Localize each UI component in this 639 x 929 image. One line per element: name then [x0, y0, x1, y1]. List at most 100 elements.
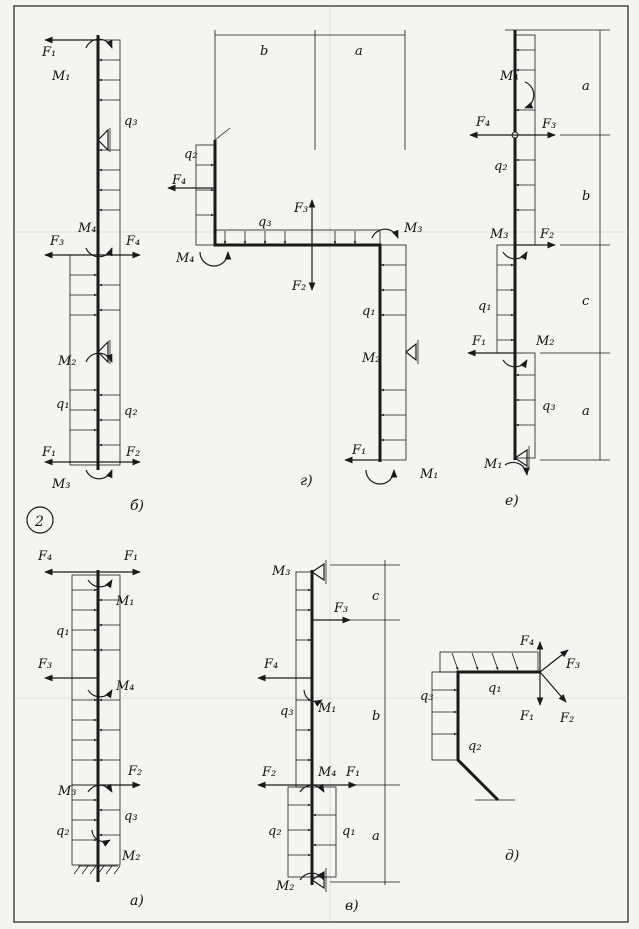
panel-caption: г) — [300, 473, 313, 489]
panel-e: F₄ F₃ q₁ F₁ F₂ q₃ q₂ д) — [420, 634, 580, 864]
load-arrows — [515, 373, 535, 427]
pin-support — [97, 340, 109, 364]
label: M₁ — [115, 594, 135, 609]
distributed-load-q1 — [71, 574, 99, 786]
distributed-load-q1-q2 — [69, 254, 121, 466]
label: F₄ — [37, 549, 52, 564]
load-arrows — [72, 798, 120, 842]
label: M₄ — [175, 251, 195, 266]
frame-structure — [213, 140, 382, 462]
panel-caption: е) — [505, 493, 519, 509]
moment-arrow — [365, 469, 398, 485]
sheet-number-circle — [26, 506, 54, 534]
label: F₃ — [565, 657, 580, 672]
moment-arrow — [371, 228, 399, 239]
panel-b: F₁ M₁ q₃ M₄ F₃ F₄ M₂ q₁ q₂ F₁ F₂ M₃ б) — [41, 35, 144, 514]
label: M₂ — [361, 351, 381, 366]
moment-arrow — [87, 783, 113, 793]
load-arrows — [380, 263, 406, 442]
load-arrows — [196, 163, 215, 217]
label: F₄ — [125, 234, 140, 249]
force-arrow — [539, 649, 569, 673]
distributed-load-q3 — [97, 39, 121, 256]
distributed-load-q3 — [514, 352, 536, 459]
load-arrows — [515, 48, 535, 212]
fixed-support — [214, 127, 231, 141]
label: M₂ — [535, 334, 555, 349]
label: F₄ — [519, 634, 534, 649]
label: M₄ — [115, 679, 135, 694]
label: F₃ — [49, 234, 64, 249]
label: b — [582, 189, 590, 204]
moment-arrow — [91, 829, 111, 847]
distributed-load-q1 — [379, 244, 407, 461]
load-arrows — [451, 652, 519, 671]
label: q₃ — [542, 399, 556, 414]
label: b — [260, 44, 268, 59]
label: M₁ — [51, 69, 71, 84]
moment-arrow — [85, 352, 113, 363]
pin-support — [97, 128, 109, 152]
label: M₄ — [77, 221, 97, 236]
distributed-load-q2 — [195, 144, 216, 246]
label: M₂ — [57, 354, 77, 369]
sheet-frame — [13, 5, 629, 923]
label: F₄ — [263, 657, 278, 672]
panel-c: M₃ c F₃ F₄ q₃ M₁ b F₂ M₄ F₁ q₂ q₁ a M₂ в… — [257, 560, 400, 914]
panel-caption: а) — [130, 893, 144, 909]
support-hatch — [73, 865, 121, 875]
moment-arrow — [85, 247, 113, 258]
panel-d: q₂ F₄ M₄ q₃ F₃ F₂ M₃ q₁ M₂ F₁ M₁ a b г) — [167, 30, 439, 489]
label: F₂ — [127, 764, 142, 779]
label: a — [355, 44, 363, 59]
label: q₁ — [488, 681, 502, 696]
label: q₃ — [258, 215, 272, 230]
moment-arrow — [199, 251, 232, 267]
label: F₂ — [125, 445, 140, 460]
label: q₁ — [362, 304, 376, 319]
label: q₃ — [124, 809, 138, 824]
label: M₃ — [51, 477, 71, 492]
label: F₂ — [261, 765, 276, 780]
label: q₁ — [478, 299, 492, 314]
load-arrows — [296, 588, 312, 762]
label: F₃ — [37, 657, 52, 672]
label: F₂ — [539, 227, 554, 242]
label: F₂ — [291, 279, 306, 294]
distributed-load-q2 — [514, 34, 536, 246]
panel-caption: б) — [130, 498, 144, 514]
label: b — [372, 709, 380, 724]
label: F₂ — [559, 711, 574, 726]
label: F₃ — [293, 201, 308, 216]
label: M₄ — [317, 765, 337, 780]
sheet-number: 2 — [34, 514, 44, 530]
panel-caption: в) — [345, 898, 359, 914]
label: a — [582, 79, 590, 94]
label: q₃ — [280, 704, 294, 719]
panel-caption: д) — [505, 848, 519, 864]
label: F₄ — [171, 173, 186, 188]
label: F₁ — [41, 445, 56, 460]
label: M₂ — [275, 879, 295, 894]
moment-arrow — [303, 689, 323, 707]
moment-arrow — [87, 689, 113, 699]
label: q₂ — [124, 404, 138, 419]
label: M₃ — [489, 227, 509, 242]
moment-arrow — [85, 38, 113, 49]
distributed-load-q1 — [439, 651, 539, 673]
label: q₁ — [56, 624, 70, 639]
moment-arrow — [85, 469, 113, 480]
label: c — [582, 294, 590, 309]
label: q₂ — [268, 824, 282, 839]
load-arrows — [70, 273, 120, 447]
distributed-load-q2 — [71, 784, 121, 866]
load-arrows — [288, 803, 336, 857]
distributed-load-q1-q2 — [287, 786, 337, 878]
label: F₁ — [41, 45, 56, 60]
label: M₃ — [57, 784, 77, 799]
label: M₃ — [271, 564, 291, 579]
panel-f: M₄ a F₄ F₃ q₂ b M₃ F₂ q₁ c F₁ M₂ q₃ a M₁… — [467, 29, 610, 509]
pin-support — [405, 342, 417, 362]
